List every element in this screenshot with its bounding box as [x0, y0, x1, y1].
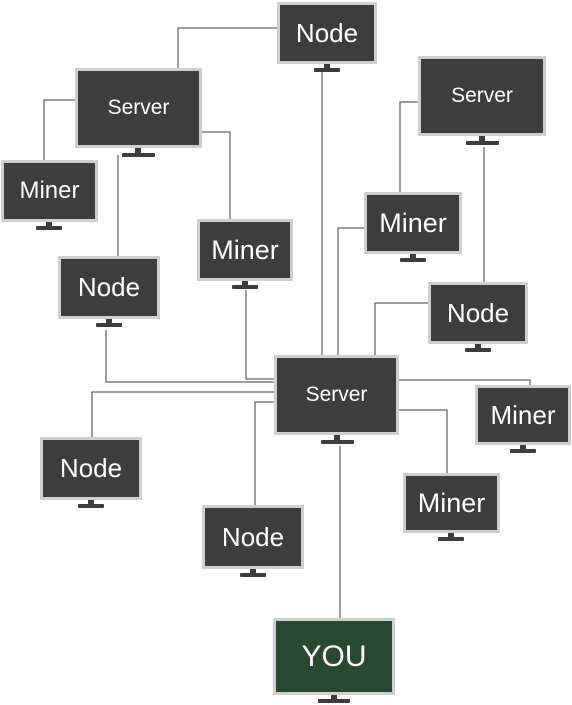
- miner-far-left-screen: Miner: [1, 160, 98, 222]
- node-top-stand: [324, 64, 330, 68]
- server-right-label: Server: [451, 84, 513, 107]
- miner-lower-right-label: Miner: [417, 487, 486, 518]
- miner-lower-right-screen: Miner: [403, 473, 500, 533]
- server-right-stand: [479, 136, 485, 141]
- node-top-label: Node: [295, 17, 359, 48]
- miner-right-label: Miner: [490, 399, 556, 430]
- server-right-monitor: Server: [418, 56, 546, 146]
- node-top-screen: Node: [277, 2, 377, 64]
- node-right-label: Node: [446, 297, 510, 328]
- miner-far-left-base: [36, 226, 62, 230]
- server-center-monitor: Server: [274, 355, 399, 445]
- server-left-base: [122, 153, 155, 157]
- node-right-base: [465, 348, 491, 352]
- node-left-screen: Node: [58, 256, 160, 319]
- node-right-stand: [475, 344, 481, 348]
- node-bottom-left-base: [78, 504, 104, 508]
- wire-miner-center-to-server-center: [245, 290, 276, 380]
- wire-server-right-to-miner-right-upper: [399, 101, 420, 196]
- you-base: [318, 699, 350, 703]
- wire-miner-right-upper-to-server-center: [337, 227, 366, 357]
- server-left-monitor: Server: [75, 68, 202, 157]
- node-bottom-center-base: [240, 573, 266, 577]
- server-center-stand: [334, 435, 340, 440]
- wire-node-left-to-server-center: [105, 330, 276, 383]
- node-bottom-center-label: Node: [221, 521, 285, 552]
- node-bottom-left-label: Node: [59, 453, 123, 483]
- miner-right-stand: [520, 445, 526, 449]
- you-screen: YOU: [273, 618, 395, 695]
- miner-right-screen: Miner: [475, 385, 571, 445]
- node-bottom-left-screen: Node: [40, 437, 142, 500]
- node-right-screen: Node: [428, 282, 528, 344]
- server-left-stand: [135, 148, 141, 153]
- node-bottom-left-stand: [88, 500, 94, 504]
- you-label: YOU: [301, 639, 367, 673]
- server-right-base: [466, 141, 499, 145]
- miner-center-screen: Miner: [197, 219, 293, 281]
- node-top-base: [314, 68, 340, 72]
- server-center-base: [321, 440, 354, 444]
- miner-far-left-label: Miner: [19, 177, 80, 204]
- you-monitor: YOU: [273, 618, 395, 704]
- node-bottom-left-monitor: Node: [40, 437, 142, 509]
- miner-lower-right-monitor: Miner: [403, 473, 500, 541]
- miner-center-monitor: Miner: [197, 219, 293, 290]
- wire-server-center-to-miner-lower-right: [398, 409, 448, 476]
- node-bottom-center-stand: [250, 569, 256, 573]
- you-stand: [331, 695, 337, 699]
- node-bottom-center-monitor: Node: [202, 505, 304, 577]
- wire-server-left-to-miner-far-left: [43, 99, 78, 162]
- node-left-label: Node: [77, 272, 141, 302]
- server-center-label: Server: [305, 383, 368, 406]
- node-left-stand: [106, 319, 112, 323]
- miner-center-base: [232, 285, 258, 289]
- node-left-monitor: Node: [58, 256, 160, 327]
- wire-server-center-to-node-bottom-left: [91, 391, 276, 440]
- server-right-screen: Server: [418, 56, 546, 136]
- miner-right-upper-screen: Miner: [364, 192, 462, 254]
- miner-far-left-stand: [46, 222, 52, 226]
- node-right-monitor: Node: [428, 282, 528, 352]
- wire-node-right-to-server-center: [374, 302, 430, 357]
- miner-right-upper-base: [400, 258, 426, 262]
- miner-lower-right-base: [438, 537, 464, 541]
- wire-server-center-to-node-bottom-center: [254, 401, 276, 508]
- server-left-label: Server: [107, 96, 170, 119]
- miner-lower-right-stand: [448, 533, 454, 537]
- node-left-base: [96, 323, 122, 327]
- miner-right-monitor: Miner: [475, 385, 571, 453]
- miner-right-base: [510, 449, 536, 453]
- wire-server-left-to-miner-center: [200, 131, 231, 222]
- server-center-screen: Server: [274, 355, 399, 435]
- wire-node-top-to-server-left: [177, 27, 279, 70]
- miner-far-left-monitor: Miner: [1, 160, 98, 230]
- node-bottom-center-screen: Node: [202, 505, 304, 569]
- miner-right-upper-monitor: Miner: [364, 192, 462, 262]
- miner-center-label: Miner: [211, 234, 279, 265]
- node-top-monitor: Node: [277, 2, 377, 72]
- miner-right-upper-label: Miner: [379, 207, 447, 238]
- miner-right-upper-stand: [410, 254, 416, 258]
- server-left-screen: Server: [75, 68, 202, 148]
- miner-center-stand: [242, 281, 248, 285]
